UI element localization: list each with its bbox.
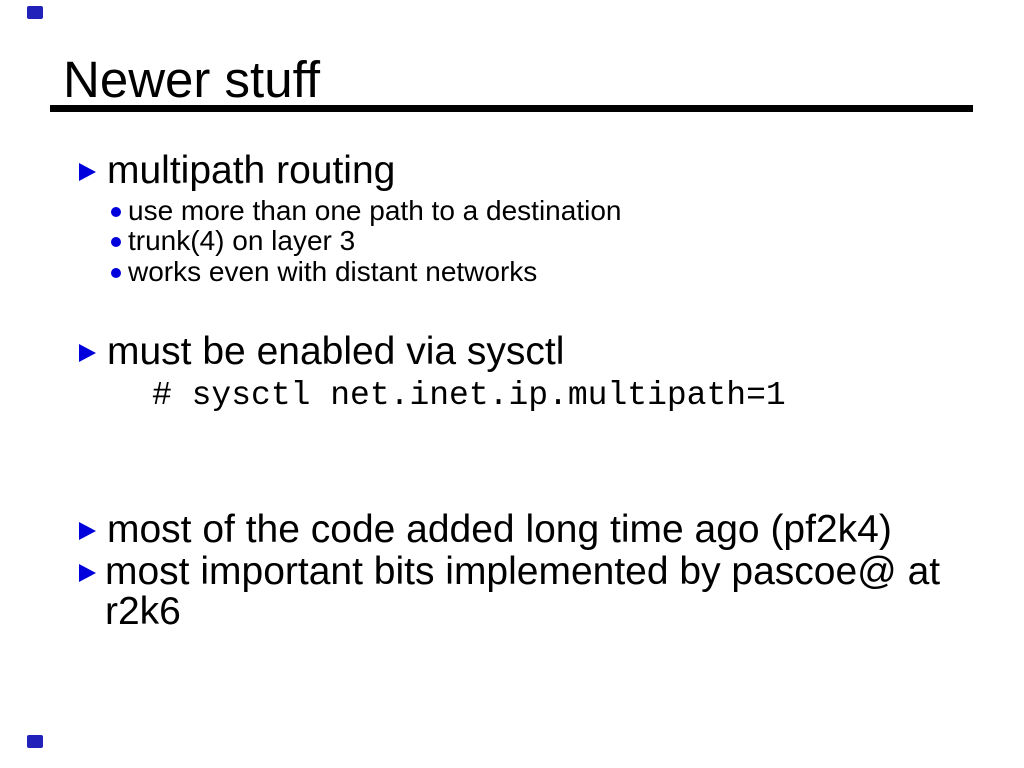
subitem-distant-networks: works even with distant networks — [128, 256, 538, 287]
subitem-trunk-layer3: trunk(4) on layer 3 — [128, 225, 356, 256]
bullet-pascoe-r2k6: most important bits implemented by pasco… — [105, 552, 965, 632]
title-underline — [50, 105, 973, 112]
sysctl-code-line: # sysctl net.inet.ip.multipath=1 — [152, 377, 786, 414]
subbullet-dot-icon — [111, 268, 121, 278]
subitem-use-more-paths: use more than one path to a destination — [128, 195, 622, 226]
bullet-pascoe-line2: r2k6 — [105, 590, 181, 633]
slide-title: Newer stuff — [63, 51, 320, 108]
bullet-sysctl-enable: must be enabled via sysctl — [107, 330, 565, 373]
bullet-multipath-routing: multipath routing — [107, 149, 396, 192]
page-marker-bottom-left-icon[interactable] — [27, 735, 43, 748]
bullet-pascoe-line1: most important bits implemented by pasco… — [105, 550, 941, 593]
bullet-triangle-icon — [79, 564, 96, 582]
page-marker-top-left-icon[interactable] — [27, 6, 43, 19]
subbullet-dot-icon — [111, 207, 121, 217]
subbullet-dot-icon — [111, 237, 121, 247]
bullet-triangle-icon — [79, 522, 96, 540]
bullet-code-added-pf2k4: most of the code added long time ago (pf… — [107, 508, 892, 551]
bullet-triangle-icon — [79, 344, 96, 362]
bullet-triangle-icon — [79, 163, 96, 181]
